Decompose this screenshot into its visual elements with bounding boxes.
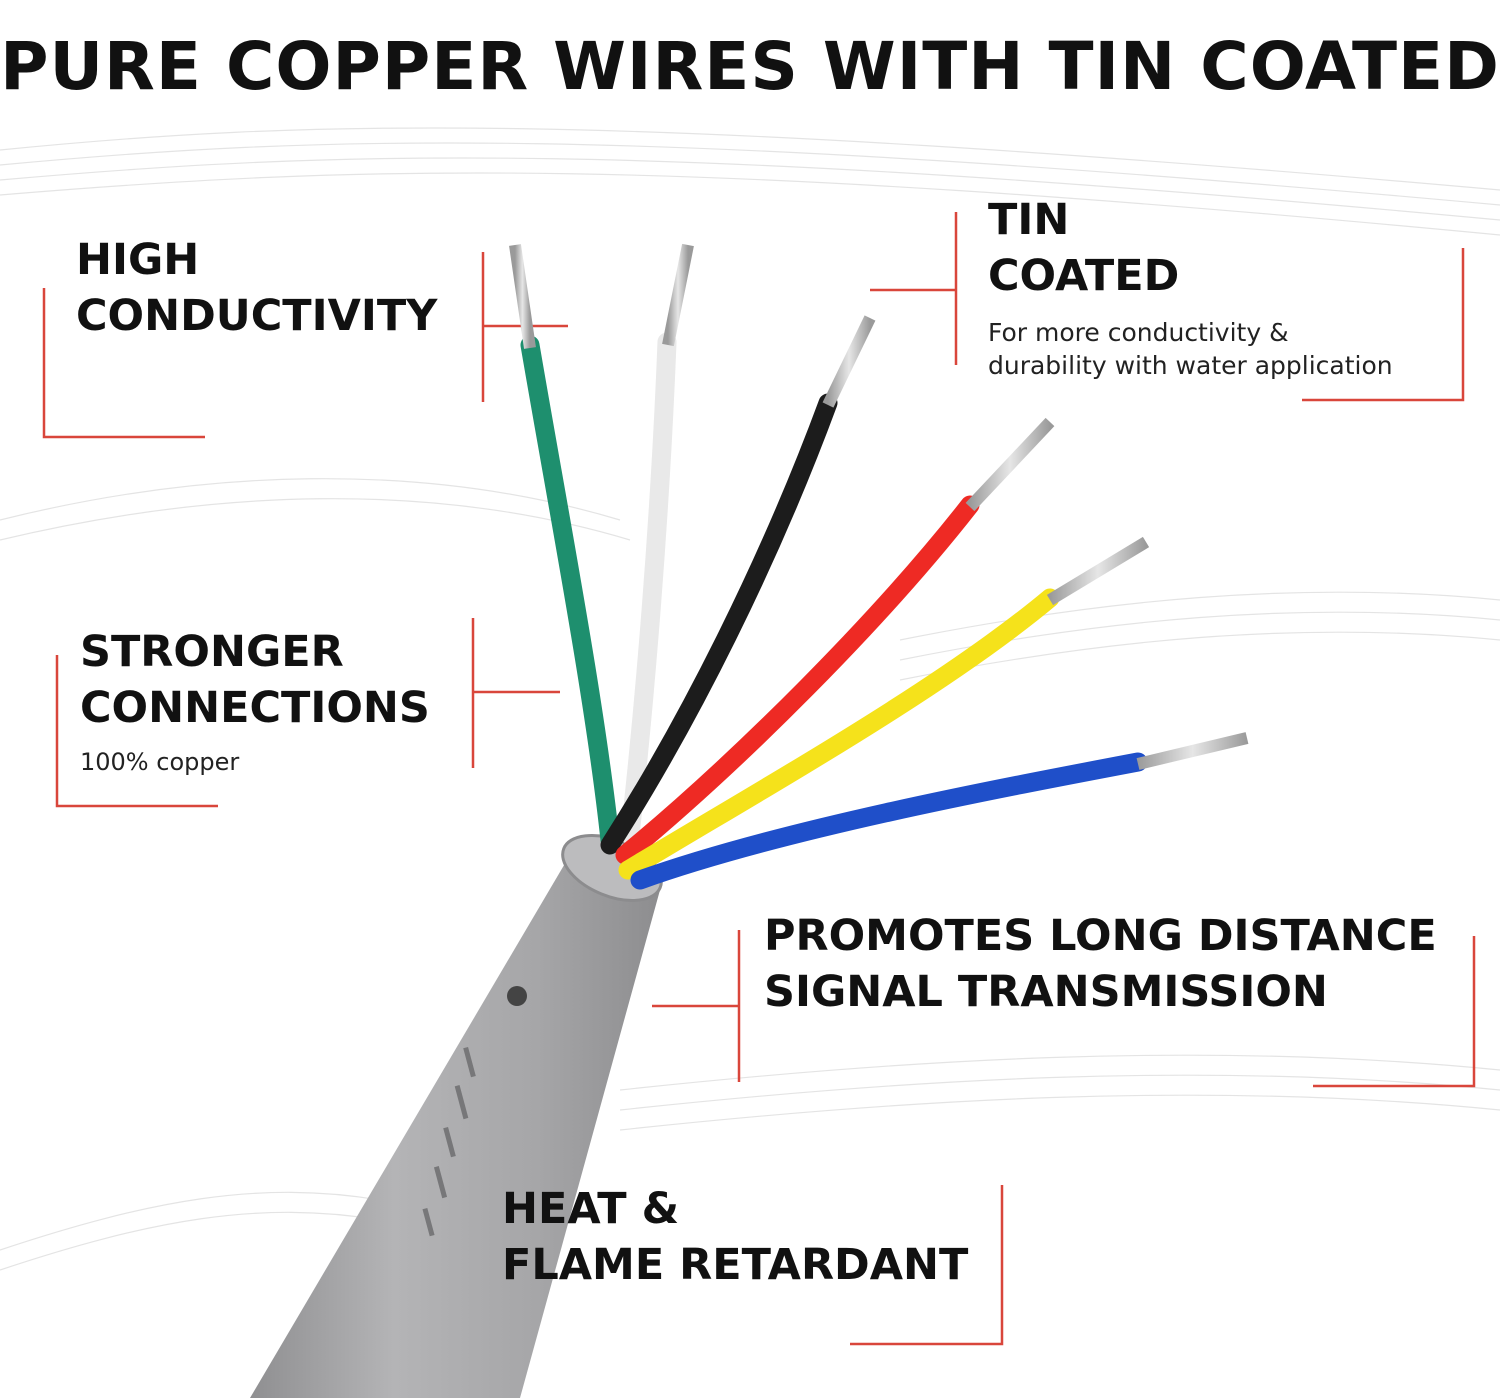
description-line: For more conductivity & (988, 318, 1289, 347)
callout-heading-line: CONNECTIONS (80, 683, 430, 733)
callout-high-conductivity: HIGH CONDUCTIVITY (76, 232, 437, 344)
callout-heading-line: SIGNAL TRANSMISSION (764, 967, 1328, 1017)
callout-stronger-connections: STRONGER CONNECTIONS (80, 624, 430, 736)
callout-heading-line: CONDUCTIVITY (76, 291, 438, 341)
callout-tin-coated: TIN COATED (988, 192, 1179, 304)
callout-stronger-connections-description: 100% copper (80, 748, 240, 776)
background-swirl-lines (0, 127, 1500, 1271)
wire-green (509, 244, 620, 850)
wire-black (600, 315, 876, 855)
callout-heading-line: STRONGER (80, 627, 344, 677)
description-line: durability with water application (988, 351, 1393, 380)
cable-jacket (250, 834, 663, 1398)
callout-heading-line: HEAT & (502, 1184, 680, 1234)
callout-long-distance: PROMOTES LONG DISTANCE SIGNAL TRANSMISSI… (764, 908, 1437, 1020)
callout-heat-flame: HEAT & FLAME RETARDANT (502, 1181, 968, 1293)
callout-tin-coated-description: For more conductivity & durability with … (988, 316, 1393, 382)
callout-heading-line: TIN (988, 195, 1070, 245)
callout-heading-line: HIGH (76, 235, 200, 285)
callout-heading-line: PROMOTES LONG DISTANCE (764, 911, 1437, 961)
callout-heading-line: FLAME RETARDANT (502, 1240, 969, 1290)
callout-heading-line: COATED (988, 251, 1180, 301)
wire-white (620, 243, 694, 845)
page-title: PURE COPPER WIRES WITH TIN COATED (0, 28, 1500, 105)
wire-blue (630, 732, 1249, 890)
wire-red (615, 417, 1055, 865)
wire-yellow (618, 536, 1150, 880)
